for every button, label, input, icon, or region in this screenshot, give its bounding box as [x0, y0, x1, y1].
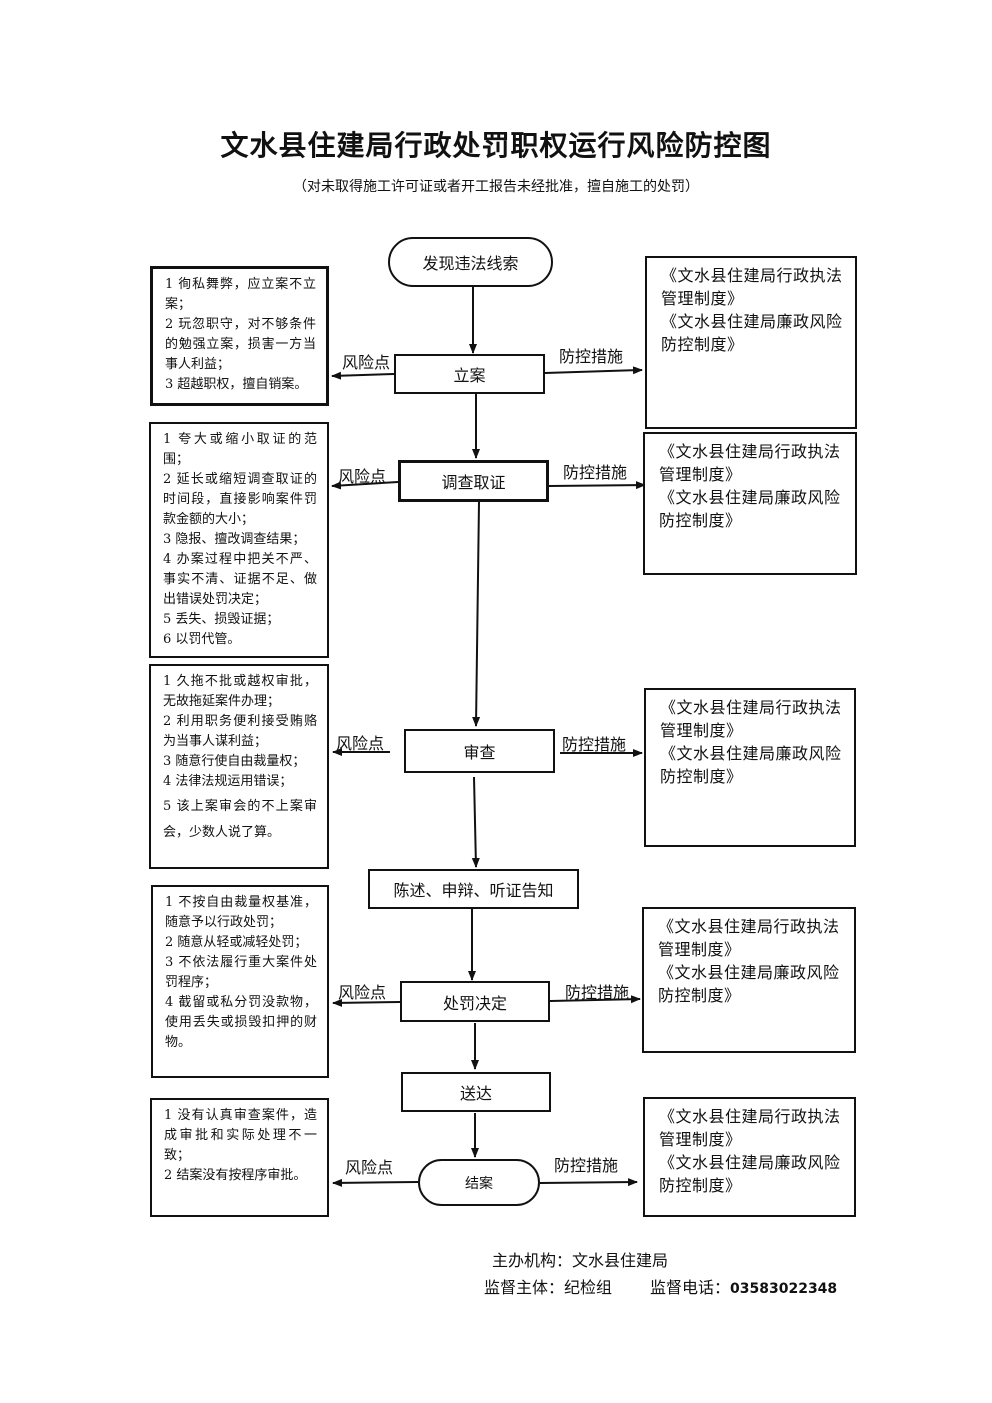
control-label-3: 防控措施 — [562, 735, 627, 754]
end-node: 结案 — [418, 1159, 540, 1206]
risk-item: 2 延长或缩短调查取证的时间段，直接影响案件罚款金额的大小； — [163, 472, 317, 527]
step-case-filing: 立案 — [394, 354, 545, 394]
step-review: 审查 — [404, 729, 555, 773]
risk-item: 2 随意从轻或减轻处罚； — [165, 935, 308, 950]
risk-label-3: 风险点 — [336, 734, 385, 753]
risk-box-closing: 1 没有认真审查案件，造成审批和实际处理不一致； 2 结案没有按程序审批。 — [150, 1098, 329, 1217]
risk-item: 2 结案没有按程序审批。 — [164, 1168, 307, 1183]
risk-item: 3 随意行使自由裁量权； — [163, 754, 306, 769]
risk-item: 1 徇私舞弊，应立案不立案； — [165, 277, 316, 312]
supervisor-text: 监督主体：纪检组 — [484, 1278, 613, 1297]
control-item: 《文水县住建局廉政风险防控制度》 — [659, 488, 841, 530]
control-item: 《文水县住建局行政执法管理制度》 — [660, 698, 842, 740]
risk-item: 1 没有认真审查案件，造成审批和实际处理不一致； — [164, 1108, 317, 1163]
control-label-7: 防控措施 — [554, 1156, 619, 1175]
control-box-case-filing: 《文水县住建局行政执法管理制度》 《文水县住建局廉政风险防控制度》 — [645, 256, 857, 429]
risk-item: 5 丢失、损毁证据； — [163, 612, 280, 627]
control-item: 《文水县住建局廉政风险防控制度》 — [660, 744, 842, 786]
risk-label-1: 风险点 — [342, 353, 391, 372]
start-node: 发现违法线索 — [388, 237, 553, 287]
risk-box-case-filing: 1 徇私舞弊，应立案不立案； 2 玩忽职守，对不够条件的勉强立案，损害一方当事人… — [150, 266, 329, 406]
step-delivery: 送达 — [401, 1072, 551, 1112]
step-notification: 陈述、申辩、听证告知 — [368, 869, 579, 909]
control-item: 《文水县住建局廉政风险防控制度》 — [659, 1153, 841, 1195]
step-investigation: 调查取证 — [398, 460, 549, 502]
control-item: 《文水县住建局廉政风险防控制度》 — [658, 963, 840, 1005]
phone-label: 监督电话： — [650, 1278, 731, 1297]
arrow-risk-2 — [331, 481, 399, 490]
risk-label-7: 风险点 — [345, 1158, 394, 1177]
risk-item: 4 截留或私分罚没款物，使用丢失或损毁扣押的财物。 — [165, 995, 317, 1050]
page-title: 文水县住建局行政处罚职权运行风险防控图 — [220, 129, 772, 162]
arrow-investigate-to-review — [472, 501, 481, 727]
risk-box-investigation: 1 夸大或缩小取证的范围； 2 延长或缩短调查取证的时间段，直接影响案件罚款金额… — [149, 422, 329, 658]
risk-item: 1 夸大或缩小取证的范围； — [163, 432, 317, 467]
arrow-control-2 — [548, 481, 646, 490]
page-subtitle: （对未取得施工许可证或者开工报告未经批准，擅自施工的处罚） — [293, 179, 699, 195]
phone-number: 03583022348 — [730, 1281, 838, 1297]
control-item: 《文水县住建局廉政风险防控制度》 — [661, 312, 843, 354]
arrow-control-1 — [544, 366, 643, 375]
control-item: 《文水县住建局行政执法管理制度》 — [659, 1107, 841, 1149]
risk-item: 6 以罚代管。 — [163, 632, 241, 647]
control-box-closing: 《文水县住建局行政执法管理制度》 《文水县住建局廉政风险防控制度》 — [643, 1097, 856, 1217]
arrow-control-7 — [539, 1178, 638, 1187]
step-penalty-decision: 处罚决定 — [400, 981, 550, 1022]
risk-label-2: 风险点 — [338, 467, 387, 486]
control-box-review: 《文水县住建局行政执法管理制度》 《文水县住建局廉政风险防控制度》 — [644, 688, 856, 847]
arrow-risk-5 — [332, 998, 401, 1007]
risk-item: 2 利用职务便利接受贿赂为当事人谋利益； — [163, 714, 317, 749]
control-label-2: 防控措施 — [563, 463, 628, 482]
control-item: 《文水县住建局行政执法管理制度》 — [658, 917, 840, 959]
risk-box-penalty-decision: 1 不按自由裁量权基准，随意予以行政处罚； 2 随意从轻或减轻处罚； 3 不依法… — [151, 885, 329, 1078]
control-box-investigation: 《文水县住建局行政执法管理制度》 《文水县住建局廉政风险防控制度》 — [643, 432, 857, 575]
arrow-review-to-notice — [471, 776, 480, 868]
arrow-control-5 — [549, 995, 641, 1004]
organizer-text: 主办机构：文水县住建局 — [492, 1251, 669, 1270]
risk-item: 5 该上案审会的不上案审会，少数人说了算。 — [163, 799, 317, 840]
arrow-risk-7 — [332, 1178, 419, 1187]
control-box-penalty-decision: 《文水县住建局行政执法管理制度》 《文水县住建局廉政风险防控制度》 — [642, 907, 856, 1053]
control-label-5: 防控措施 — [565, 983, 630, 1002]
risk-label-5: 风险点 — [338, 983, 387, 1002]
risk-box-review: 1 久拖不批或越权审批，无故拖延案件办理； 2 利用职务便利接受贿赂为当事人谋利… — [149, 664, 329, 869]
control-item: 《文水县住建局行政执法管理制度》 — [659, 442, 841, 484]
risk-item: 2 玩忽职守，对不够条件的勉强立案，损害一方当事人利益； — [165, 317, 316, 372]
control-item: 《文水县住建局行政执法管理制度》 — [661, 266, 843, 308]
supervision-phone: 监督电话：03583022348 — [650, 1274, 837, 1298]
arrow-risk-1 — [331, 371, 395, 380]
risk-item: 1 不按自由裁量权基准，随意予以行政处罚； — [165, 895, 317, 930]
risk-item: 4 办案过程中把关不严、事实不清、证据不足、做出错误处罚决定； — [163, 552, 317, 607]
control-label-1: 防控措施 — [559, 347, 624, 366]
risk-item: 4 法律法规运用错误； — [163, 774, 293, 789]
risk-item: 3 超越职权，擅自销案。 — [165, 377, 308, 392]
risk-item: 1 久拖不批或越权审批，无故拖延案件办理； — [163, 674, 317, 709]
risk-item: 3 隐报、擅改调查结果； — [163, 532, 306, 547]
risk-item: 3 不依法履行重大案件处罚程序； — [165, 955, 317, 990]
